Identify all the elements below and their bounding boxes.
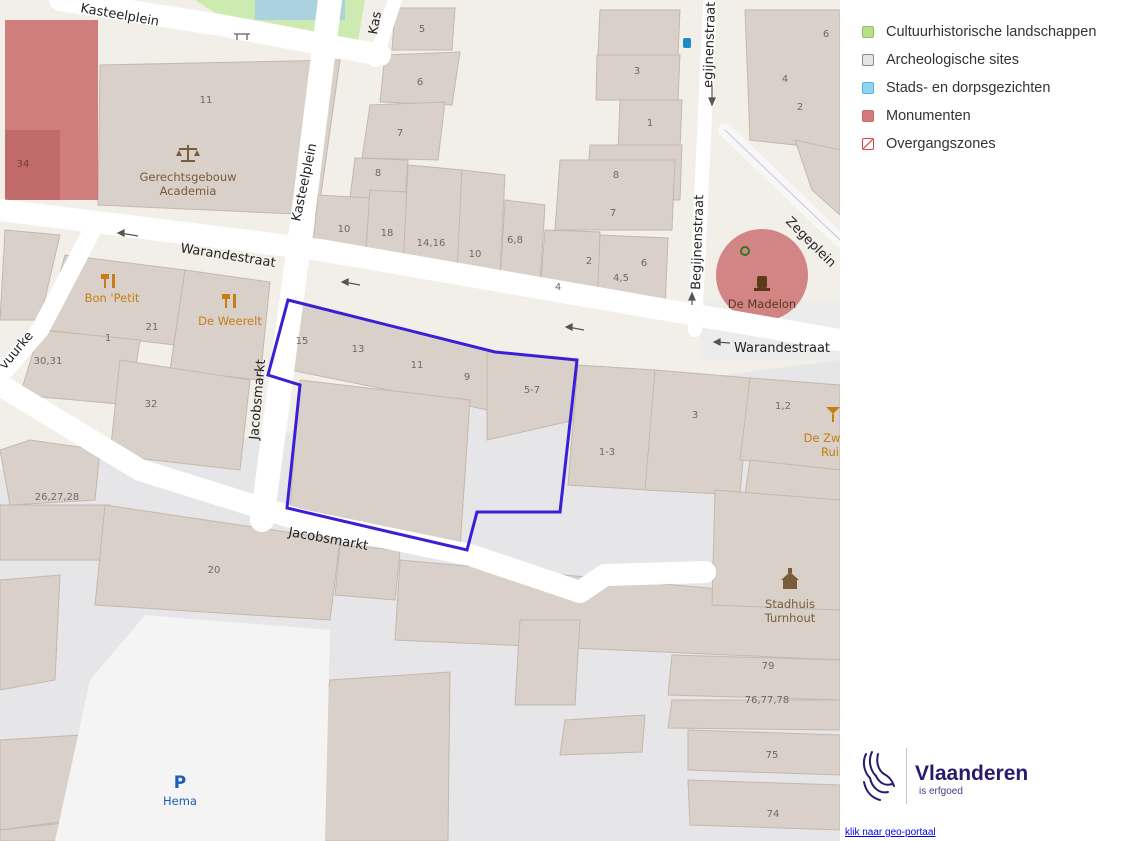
legend-swatch <box>862 54 874 66</box>
house-number: 15 <box>296 336 309 347</box>
house-number: 6 <box>823 29 829 40</box>
street-label-jacobsmarkt-v: Jacobsmarkt <box>247 359 269 442</box>
logo-divider <box>906 748 907 804</box>
geo-portal-link[interactable]: klik naar geo-portaal <box>845 827 936 838</box>
street-label-warandestraat-2: Warandestraat <box>734 341 830 356</box>
house-number: 6 <box>641 258 647 269</box>
house-number: 2 <box>586 256 592 267</box>
poi-label-de-weerelt: De Weerelt <box>198 314 262 328</box>
house-number: 9 <box>464 372 470 383</box>
legend-item-stads-en-dorpsgezichten[interactable]: Stads- en dorpsgezichten <box>862 74 1132 102</box>
brand-subtitle: is erfgoed <box>919 786 963 797</box>
vlaanderen-logo: Vlaanderen is erfgoed <box>858 746 1058 806</box>
house-number: 2 <box>797 102 803 113</box>
house-number: 8 <box>375 168 381 179</box>
recycling-icon <box>740 246 750 256</box>
legend-swatch <box>862 26 874 38</box>
house-number: 11 <box>411 360 424 371</box>
house-number: 10 <box>338 224 351 235</box>
house-number: 26,27,28 <box>35 492 80 503</box>
legend-label: Overgangszones <box>886 136 996 152</box>
legend-item-archeologische-sites[interactable]: Archeologische sites <box>862 46 1132 74</box>
selected-parcel-outline <box>266 298 579 552</box>
house-number: 1-3 <box>599 447 615 458</box>
legend-label: Stads- en dorpsgezichten <box>886 80 1051 96</box>
house-number: 11 <box>200 95 213 106</box>
bench-icon <box>234 33 250 40</box>
map-viewport[interactable]: Kasteelplein Kas Kasteelplein egijnenstr… <box>0 0 840 841</box>
house-number: 7 <box>610 208 616 219</box>
house-number: 5-7 <box>524 385 540 396</box>
house-number: 7 <box>397 128 403 139</box>
house-number: 6 <box>417 77 423 88</box>
legend-swatch-overgangszones <box>862 138 874 150</box>
house-number: 5 <box>419 24 425 35</box>
legend-label: Monumenten <box>886 108 971 124</box>
bus-stop-icon <box>683 38 691 48</box>
memorial-icon <box>754 276 770 291</box>
brand-name: Vlaanderen <box>915 762 1029 785</box>
poi-label-academia: Academia <box>160 184 217 198</box>
house-number: 4,5 <box>613 273 629 284</box>
house-number: 4 <box>782 74 788 85</box>
house-number: 34 <box>17 159 30 170</box>
house-number: 79 <box>762 661 775 672</box>
legend-swatch <box>862 82 874 94</box>
house-number: 14,16 <box>417 238 446 249</box>
poi-label-bon-petit: Bon 'Petit <box>85 291 140 305</box>
street-label-begijnenstraat-top: egijnenstraat <box>701 1 719 88</box>
house-number: 4 <box>555 282 561 293</box>
house-number: 32 <box>145 399 158 410</box>
house-number: 1,2 <box>775 401 791 412</box>
parking-icon: P <box>174 773 186 793</box>
legend-label: Archeologische sites <box>886 52 1019 68</box>
street-label-begijnenstraat: Begijnenstraat <box>689 195 707 291</box>
legend-item-cultuurhistorische-landschappen[interactable]: Cultuurhistorische landschappen <box>862 18 1132 46</box>
house-number: 10 <box>469 249 482 260</box>
house-number: 3 <box>692 410 698 421</box>
house-number: 74 <box>767 809 780 820</box>
courthouse-icon <box>176 145 200 162</box>
house-number: 76,77,78 <box>745 695 790 706</box>
poi-label-hema: Hema <box>163 794 197 808</box>
street-label-kas: Kas <box>366 10 385 36</box>
house-number: 75 <box>766 750 779 761</box>
poi-label-stadhuis: Stadhuis <box>765 597 815 611</box>
house-number: 8 <box>613 170 619 181</box>
house-number: 13 <box>352 344 365 355</box>
restaurant-icon <box>101 274 115 288</box>
map-canvas: Kasteelplein Kas Kasteelplein egijnenstr… <box>0 0 840 841</box>
house-number: 1 <box>647 118 653 129</box>
restaurant-icon <box>222 294 236 308</box>
house-number: 18 <box>381 228 394 239</box>
poi-label-gerechtsgebouw: Gerechtsgebouw <box>139 170 236 184</box>
house-number: 20 <box>208 565 221 576</box>
legend-item-monumenten[interactable]: Monumenten <box>862 102 1132 130</box>
legend-swatch <box>862 110 874 122</box>
poi-label-turnhout: Turnhout <box>764 611 816 625</box>
house-number: 3 <box>634 66 640 77</box>
legend-item-overgangszones[interactable]: Overgangszones <box>862 130 1132 158</box>
poi-label-rui: Rui <box>821 445 839 459</box>
bar-icon <box>826 407 840 422</box>
house-number: 1 <box>105 333 111 344</box>
house-number: 21 <box>146 322 159 333</box>
legend-label: Cultuurhistorische landschappen <box>886 24 1097 40</box>
house-number: 6,8 <box>507 235 523 246</box>
flemish-lion-icon <box>862 751 895 801</box>
poi-label-de-zw: De Zw <box>804 431 840 445</box>
map-legend: Cultuurhistorische landschappen Archeolo… <box>862 18 1132 158</box>
town-hall-icon <box>781 568 799 589</box>
poi-label-de-madelon: De Madelon <box>728 297 796 311</box>
house-number: 30,31 <box>34 356 63 367</box>
